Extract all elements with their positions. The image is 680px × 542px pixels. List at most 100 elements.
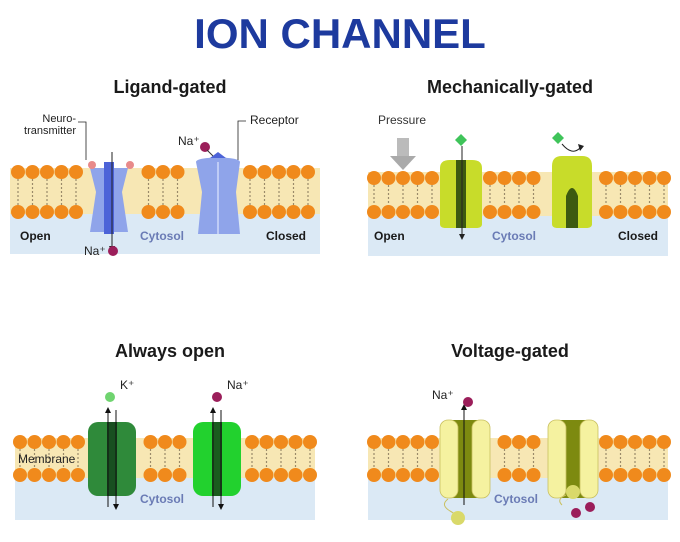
closed-voltage-channel (547, 419, 599, 518)
lipid-head (381, 171, 396, 185)
lipid-head (25, 205, 40, 219)
lipid-head (158, 468, 172, 482)
lipid-head (69, 165, 83, 179)
lipid-head (367, 435, 381, 449)
lipid-heads-top (11, 165, 315, 205)
lipid-head (69, 205, 83, 219)
lipid-head (483, 205, 497, 219)
na-ion (212, 392, 222, 402)
closed-state-label: Closed (266, 229, 306, 243)
lipid-head (40, 205, 54, 219)
lipid-head (628, 435, 642, 449)
always-open-title: Always open (114, 341, 226, 361)
na-ion-label: Na⁺ (227, 378, 249, 392)
na-ion (108, 246, 118, 256)
lipid-head (272, 205, 286, 219)
lipid-head (512, 435, 526, 449)
lipid-head (257, 205, 272, 219)
lipid-head (272, 165, 286, 179)
neurotransmitter-label-2: transmitter (24, 125, 76, 137)
lipid-head (613, 205, 628, 219)
lipid-head (381, 435, 396, 449)
receptor-label: Receptor (250, 113, 299, 127)
lipid-head (410, 468, 425, 482)
lipid-head (243, 165, 257, 179)
lipid-head (526, 435, 541, 449)
lipid-head (286, 165, 301, 179)
membrane (367, 435, 671, 520)
lipid-heads-top (13, 435, 317, 468)
lipid-head (599, 468, 613, 482)
lipid-head (303, 468, 317, 482)
ligand-gated-title: Ligand-gated (113, 77, 227, 97)
lipid-head (367, 468, 381, 482)
lipid-head (54, 205, 69, 219)
k-ion-label: K⁺ (120, 378, 134, 392)
main-title: ION CHANNEL (194, 10, 486, 57)
na-ion-label-bottom: Na⁺ (84, 244, 106, 258)
neurotransmitter-dot (88, 161, 96, 169)
lipid-head (288, 435, 303, 449)
lipid-head (25, 165, 40, 179)
closed-mechanical-channel (552, 132, 592, 228)
voltage-gated-title: Voltage-gated (451, 341, 569, 361)
k-channel (88, 392, 136, 510)
always-open-diagram: K⁺ Na⁺ Membrane Cytosol (13, 378, 317, 520)
lipid-head (141, 205, 156, 219)
lipid-head (170, 205, 185, 219)
lipid-head (274, 435, 288, 449)
lipid-head (628, 171, 642, 185)
lipid-head (425, 171, 439, 185)
lipid-head (245, 435, 259, 449)
open-voltage-channel (439, 397, 491, 525)
mechanically-gated-title: Mechanically-gated (426, 77, 594, 97)
lipid-head (526, 171, 541, 185)
diamond-ligand (455, 134, 467, 146)
cytosol-region (368, 216, 668, 256)
diamond-ligand (552, 132, 564, 144)
cytosol-region (15, 478, 315, 520)
lipid-head (243, 205, 257, 219)
lipid-head (599, 205, 613, 219)
lipid-head (274, 468, 288, 482)
lipid-head (526, 468, 541, 482)
lipid-head (301, 205, 315, 219)
lipid-head (143, 468, 158, 482)
na-ion-label-top: Na⁺ (178, 134, 200, 148)
lipid-head (42, 435, 56, 449)
cytosol-region (368, 478, 668, 520)
lipid-head (613, 435, 628, 449)
inactivation-ball (451, 511, 465, 525)
membrane (13, 435, 317, 520)
pressure-arrow (390, 138, 416, 170)
lipid-head (512, 205, 526, 219)
lipid-head (497, 468, 512, 482)
na-ion (585, 502, 595, 512)
na-ion (200, 142, 210, 152)
lipid-head (56, 468, 71, 482)
lipid-head (642, 468, 657, 482)
lipid-head (367, 171, 381, 185)
lipid-head (172, 435, 187, 449)
open-ligand-channel (88, 152, 134, 252)
lipid-head (628, 205, 642, 219)
lipid-head (158, 435, 172, 449)
closed-ligand-channel (196, 142, 240, 234)
lipid-head (172, 468, 187, 482)
lipid-head (367, 205, 381, 219)
lipid-heads-bottom (13, 468, 317, 482)
ligand-gated-diagram: Neuro- transmitter Receptor Na⁺ Na⁺ Open… (10, 113, 320, 258)
lipid-head (54, 165, 69, 179)
lipid-head (303, 435, 317, 449)
neurotransmitter-label: Neuro- (42, 113, 76, 125)
lipid-head (425, 205, 439, 219)
leader-lines (78, 120, 246, 160)
na-ion (571, 508, 581, 518)
lipid-head (156, 205, 170, 219)
membrane (10, 165, 320, 254)
lipid-heads-top (367, 171, 671, 205)
open-mechanical-channel (440, 134, 482, 240)
lipid-head (613, 468, 628, 482)
lipid-head (497, 171, 512, 185)
lipid-head (425, 468, 439, 482)
